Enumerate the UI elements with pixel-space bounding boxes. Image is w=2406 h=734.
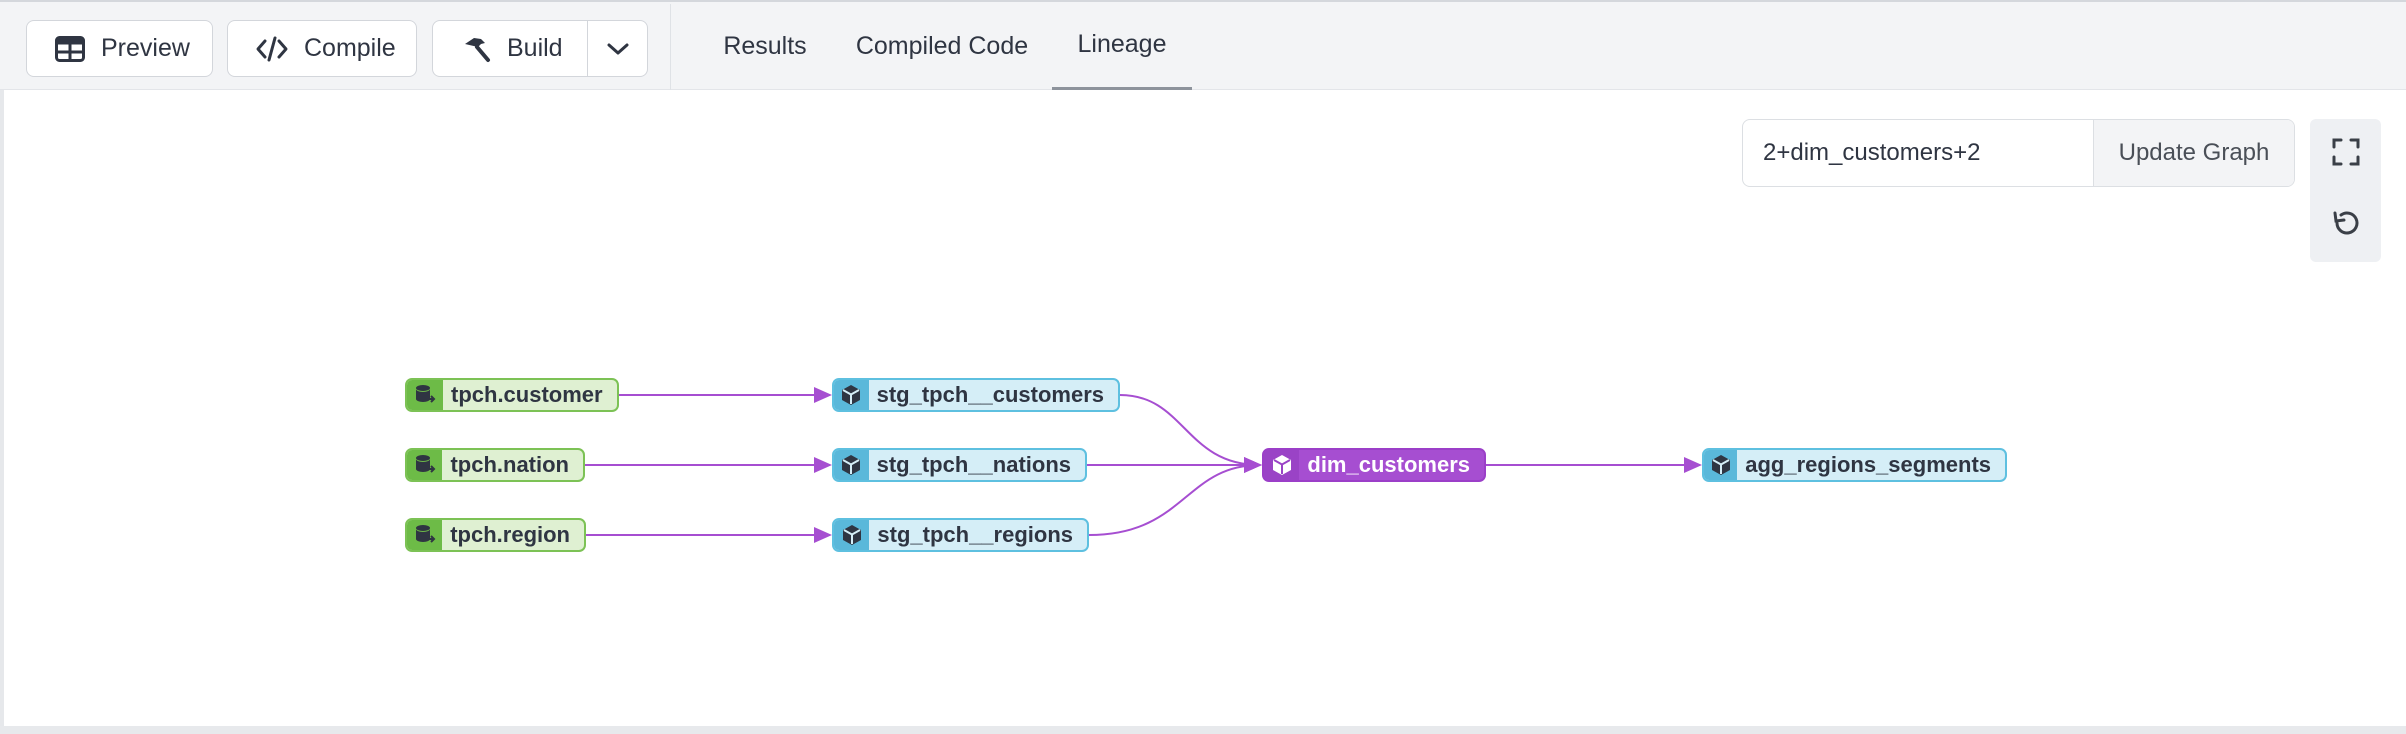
node-label: tpch.region bbox=[450, 522, 570, 547]
edge-stgreg-dim bbox=[1088, 457, 1262, 536]
edge-stgcust-dim bbox=[1119, 394, 1262, 473]
node-tpch-region[interactable]: tpch.region bbox=[405, 518, 586, 552]
lineage-selector: Update Graph bbox=[1742, 119, 2295, 187]
node-agg-regions-segments[interactable]: agg_regions_segments bbox=[1702, 448, 2007, 482]
hammer-icon bbox=[461, 35, 491, 63]
cube-icon bbox=[1704, 450, 1738, 480]
node-stg-tpch-nations[interactable]: stg_tpch__nations bbox=[832, 448, 1087, 482]
cube-icon bbox=[834, 450, 869, 480]
preview-button[interactable]: Preview bbox=[26, 20, 213, 77]
reset-icon bbox=[2331, 209, 2361, 244]
update-graph-button[interactable]: Update Graph bbox=[2093, 120, 2294, 186]
cube-icon bbox=[1264, 450, 1300, 480]
cube-icon bbox=[834, 520, 870, 550]
node-label: agg_regions_segments bbox=[1745, 452, 1991, 477]
chevron-down-icon bbox=[606, 41, 630, 57]
tab-compiled-code[interactable]: Compiled Code bbox=[855, 31, 1029, 60]
build-button[interactable]: Build bbox=[433, 21, 588, 76]
graph-selector-input[interactable] bbox=[1743, 120, 2093, 186]
node-dim-customers[interactable]: dim_customers bbox=[1262, 448, 1486, 482]
compile-label: Compile bbox=[304, 34, 396, 62]
database-icon bbox=[407, 520, 443, 550]
graph-tools bbox=[2310, 119, 2381, 262]
build-button-group: Build bbox=[432, 20, 648, 77]
toolbar: Preview Compile Build Results Compiled C… bbox=[0, 0, 2406, 90]
database-icon bbox=[407, 450, 443, 480]
preview-label: Preview bbox=[101, 34, 190, 62]
panel-border bbox=[0, 90, 4, 734]
code-icon bbox=[256, 36, 288, 62]
toolbar-divider bbox=[670, 4, 671, 90]
node-label: tpch.nation bbox=[450, 452, 569, 477]
fullscreen-button[interactable] bbox=[2310, 119, 2381, 190]
tab-results[interactable]: Results bbox=[723, 31, 807, 60]
cube-icon bbox=[834, 380, 869, 410]
database-icon bbox=[407, 380, 443, 410]
fullscreen-icon bbox=[2332, 138, 2360, 171]
node-label: stg_tpch__regions bbox=[877, 522, 1073, 547]
compile-button[interactable]: Compile bbox=[227, 20, 417, 77]
panel-bottom-border bbox=[0, 726, 2406, 734]
node-label: dim_customers bbox=[1307, 452, 1470, 477]
node-tpch-customer[interactable]: tpch.customer bbox=[405, 378, 619, 412]
node-tpch-nation[interactable]: tpch.nation bbox=[405, 448, 585, 482]
tab-lineage[interactable]: Lineage bbox=[1052, 2, 1192, 90]
node-label: tpch.customer bbox=[451, 382, 603, 407]
node-stg-tpch-customers[interactable]: stg_tpch__customers bbox=[832, 378, 1120, 412]
build-options-dropdown[interactable] bbox=[588, 21, 647, 76]
table-icon bbox=[55, 35, 85, 62]
node-label: stg_tpch__customers bbox=[876, 382, 1104, 407]
node-stg-tpch-regions[interactable]: stg_tpch__regions bbox=[832, 518, 1089, 552]
node-label: stg_tpch__nations bbox=[876, 452, 1071, 477]
build-label: Build bbox=[507, 34, 563, 62]
reset-view-button[interactable] bbox=[2310, 191, 2381, 262]
